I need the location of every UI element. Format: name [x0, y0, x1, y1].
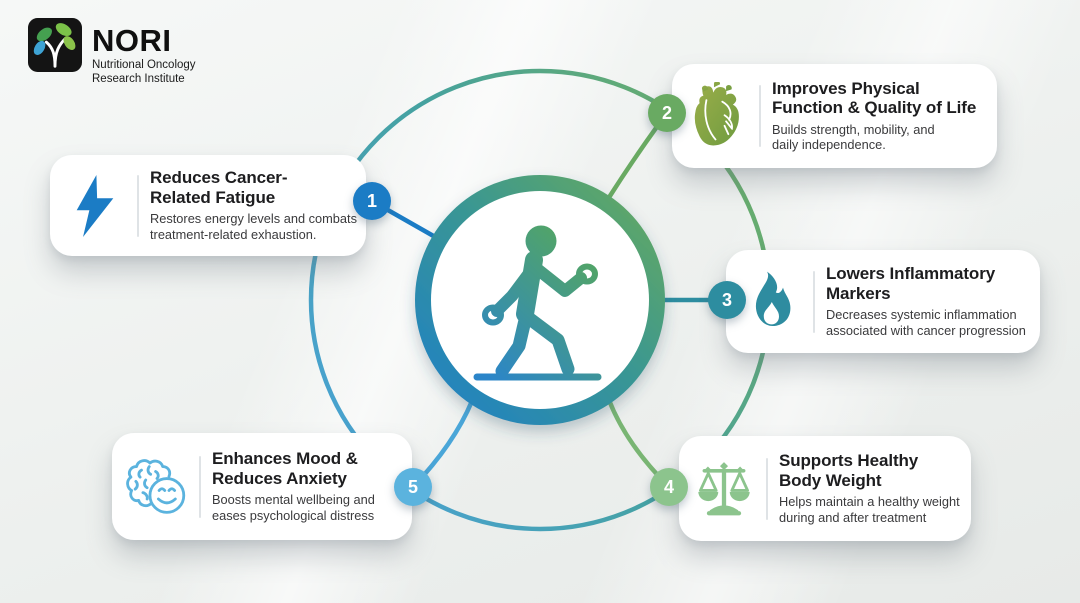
card-divider [199, 455, 201, 518]
card-divider [137, 174, 139, 237]
card-title: Reduces Cancer-Related Fatigue [150, 168, 288, 207]
benefit-card-fatigue: Reduces Cancer-Related Fatigue Restores … [50, 155, 366, 256]
nori-logo: NORI Nutritional Oncology Research Insti… [28, 18, 196, 86]
center-ring [415, 175, 665, 425]
benefit-card-mood: Enhances Mood &Reduces Anxiety Boosts me… [112, 433, 412, 540]
step-badge-2: 2 [648, 94, 686, 132]
lightning-bolt-icon [76, 174, 114, 237]
card-divider [759, 85, 761, 147]
step-badge-4: 4 [650, 468, 688, 506]
logo-subtitle: Nutritional Oncology Research Institute [92, 59, 196, 85]
step-badge-1: 1 [353, 182, 391, 220]
walking-person-with-dumbbells-icon [473, 225, 602, 381]
sapling-plant-icon [28, 18, 82, 72]
brain-smiley-icon [126, 458, 186, 514]
logo-title: NORI [92, 23, 172, 58]
card-divider [766, 457, 768, 520]
step-badge-5: 5 [394, 468, 432, 506]
card-divider [813, 270, 815, 333]
flame-icon [755, 271, 791, 326]
anatomical-heart-icon [694, 82, 739, 146]
card-title: Enhances Mood &Reduces Anxiety [212, 449, 358, 488]
step-badge-3: 3 [708, 281, 746, 319]
balance-scale-icon [698, 461, 750, 515]
